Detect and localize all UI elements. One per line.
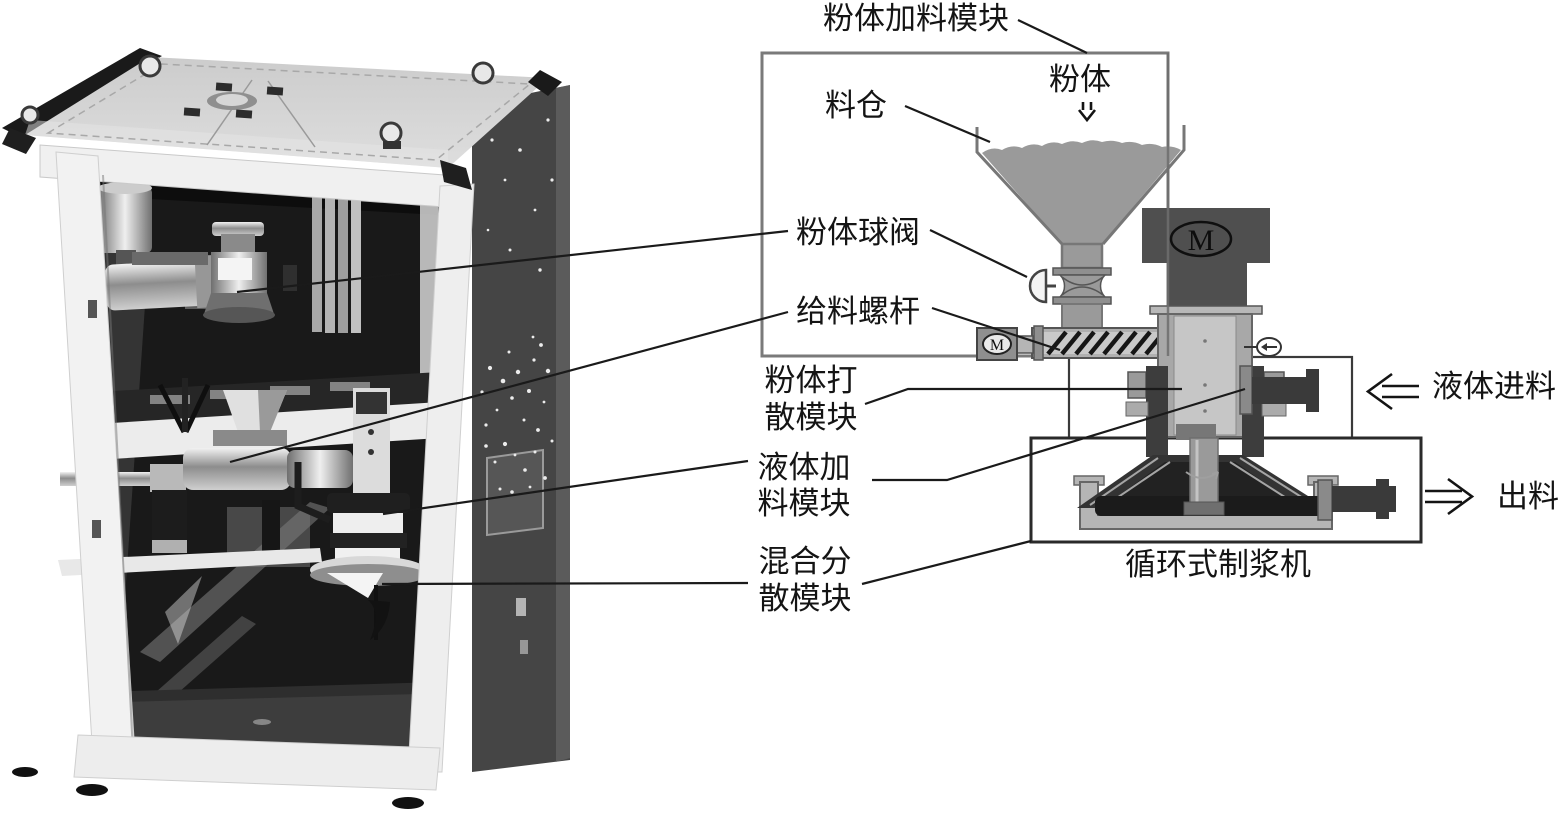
discharge-arrow-icon — [1425, 477, 1475, 516]
panel-speckles — [480, 118, 554, 494]
label-powder-dispersing-line1: 粉体打 — [765, 363, 858, 398]
leader-feeding-screw-left — [229, 310, 789, 464]
liquid-inlet-arrow-icon — [1365, 372, 1419, 411]
discharge-pipe — [1317, 479, 1396, 521]
valve-handle-icon — [1028, 268, 1048, 304]
leader-feeding-screw-right — [931, 306, 1061, 352]
leader-hopper — [904, 104, 991, 144]
label-powder: 粉体 — [1049, 62, 1111, 97]
label-powder-feeding-module: 粉体加料模块 — [823, 1, 1009, 36]
cabinet-top-plate — [2, 48, 562, 190]
label-mixing-dispersing-line2: 散模块 — [759, 581, 852, 616]
machine-photo — [2, 48, 570, 809]
rotation-arrow-icon — [1185, 471, 1219, 480]
photo-lower-components — [58, 378, 426, 640]
label-liquid-inlet: 液体进料 — [1432, 369, 1556, 404]
main-motor-assembly: M — [1142, 208, 1270, 438]
label-feeding-screw: 给料螺杆 — [796, 294, 920, 329]
motor-ellipse-icon — [1169, 220, 1233, 258]
label-discharge: 出料 — [1497, 479, 1559, 514]
label-liquid-feeding-line2: 料模块 — [758, 486, 851, 521]
label-circulating-slurry-machine: 循环式制浆机 — [1125, 547, 1311, 582]
motor-m-label-main: M — [1188, 224, 1215, 257]
leader-mixing-dispersing-right — [861, 539, 1032, 586]
powder-down-arrow-icon — [1077, 102, 1097, 123]
leader-liquid-feeding-right — [872, 387, 1246, 482]
motor-m-label-screw: M — [990, 337, 1004, 354]
pressure-gauge-icon — [1244, 337, 1282, 357]
leader-mixing-dispersing-left — [381, 581, 749, 586]
label-hopper: 料仓 — [825, 88, 887, 123]
leader-liquid-feeding-left — [382, 459, 749, 516]
label-powder-ball-valve: 粉体球阀 — [796, 215, 920, 250]
schematic: M M — [229, 1, 1559, 616]
mixing-chamber — [1073, 424, 1396, 530]
leader-powder-dispersing — [864, 387, 1182, 406]
label-liquid-feeding-line1: 液体加 — [758, 450, 851, 485]
ball-valve-shape — [1028, 267, 1116, 353]
photo-frame — [12, 144, 475, 809]
leader-lines — [229, 19, 1246, 586]
label-powder-dispersing-line2: 散模块 — [765, 400, 858, 435]
label-mixing-dispersing-line1: 混合分 — [759, 544, 852, 579]
liquid-inlet-pipe — [1239, 365, 1319, 415]
photo-liquid-module — [327, 493, 410, 568]
leader-powder-feeding-module — [1017, 19, 1088, 54]
photo-ball-valve — [203, 222, 275, 323]
eyebolt-icon — [20, 54, 495, 149]
photo-side-panel — [472, 85, 570, 772]
photo-mixing-module — [310, 556, 426, 598]
leader-ball-valve-left — [236, 229, 789, 294]
leader-ball-valve-right — [929, 229, 1028, 278]
